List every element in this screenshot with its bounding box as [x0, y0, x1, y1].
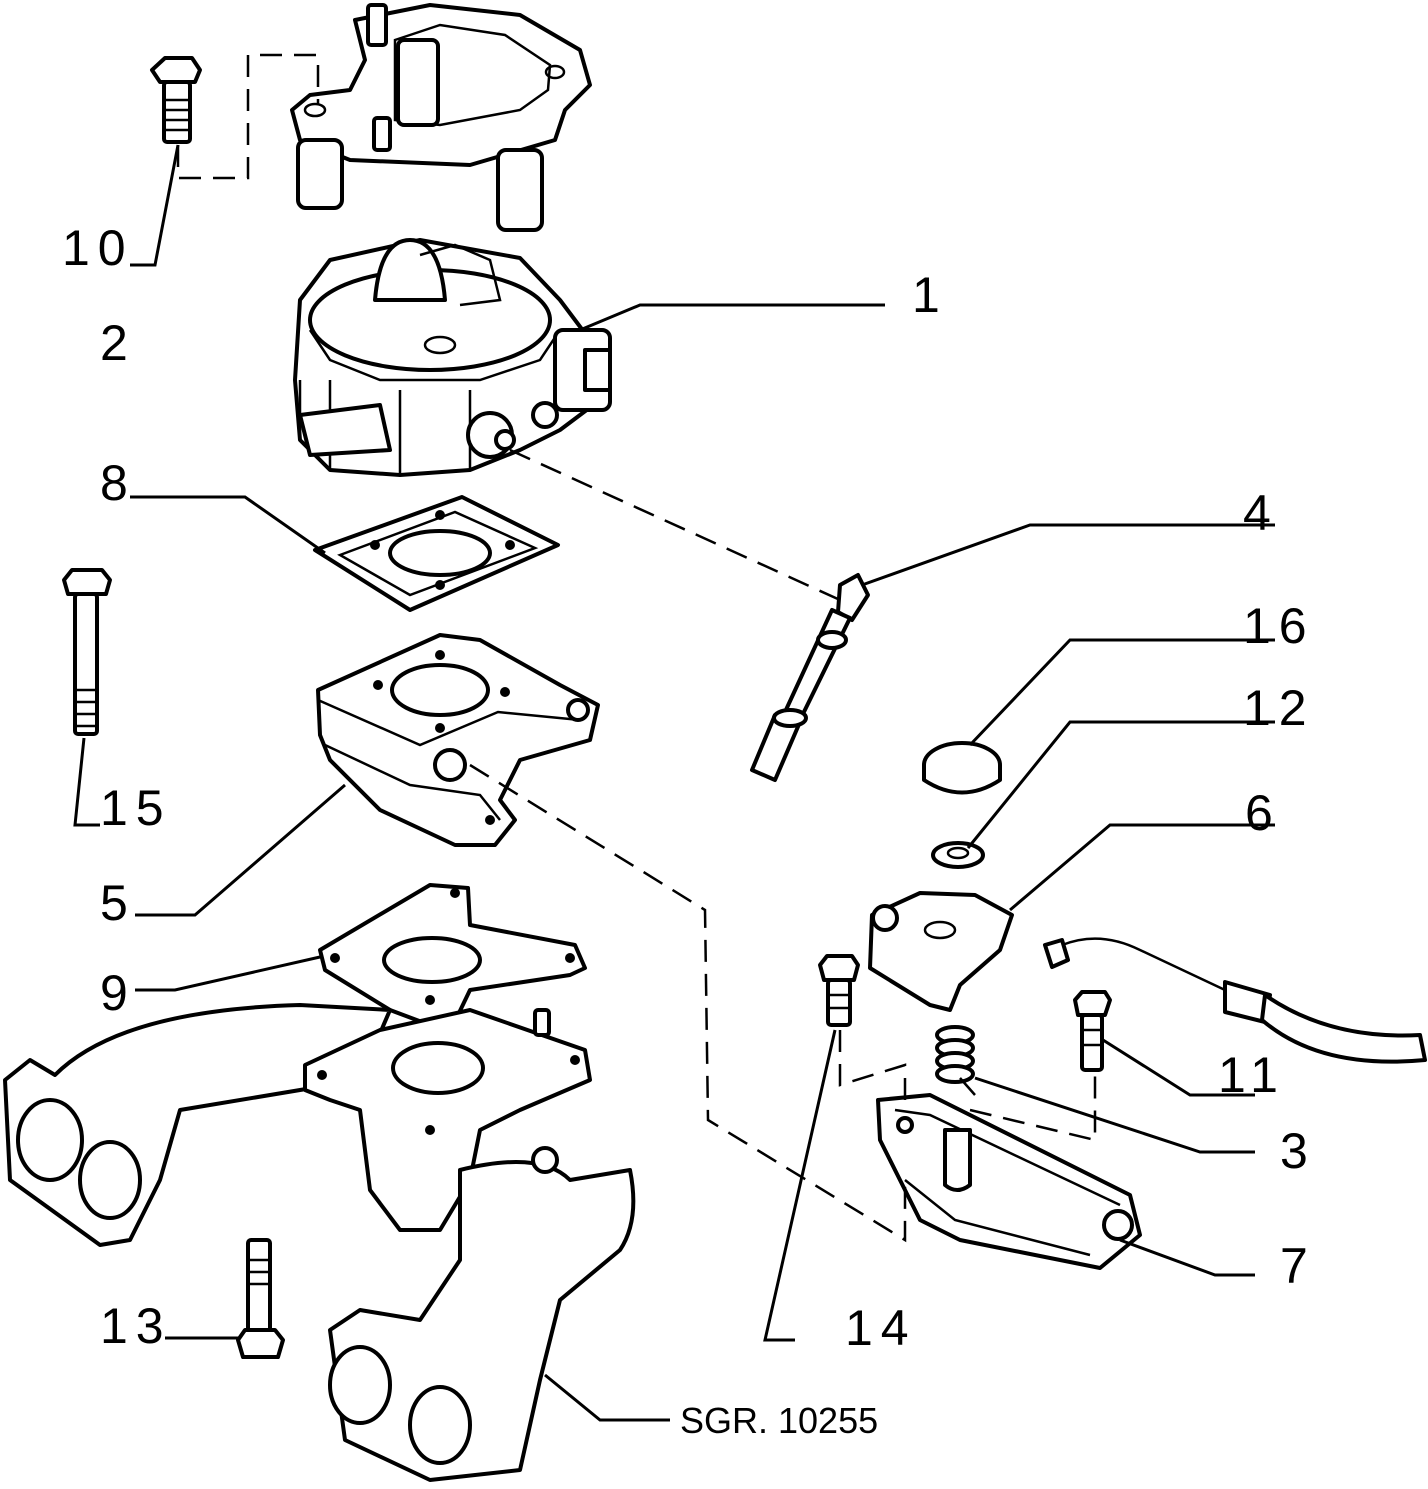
part-15-bolt — [62, 568, 112, 736]
part-11-bolt — [1073, 990, 1112, 1072]
callout-11: 11 — [1218, 1047, 1286, 1103]
callout-13: 13 — [100, 1298, 172, 1354]
part-4-rod — [750, 573, 870, 782]
callout-10: 10 — [62, 220, 134, 276]
callout-5: 5 — [100, 875, 136, 931]
drawing-reference: SGR. 10255 — [680, 1400, 878, 1441]
callout-14: 14 — [845, 1300, 917, 1356]
part-8-gasket — [313, 495, 560, 612]
part-6-sector — [868, 891, 1014, 1012]
callout-3: 3 — [1280, 1123, 1316, 1179]
part-7-bracket — [876, 1093, 1142, 1270]
part-9-gasket — [318, 883, 587, 1027]
intake-manifold — [3, 1003, 636, 1482]
part-5-spacer — [316, 633, 600, 847]
callout-6: 6 — [1245, 785, 1281, 841]
callout-8: 8 — [100, 455, 136, 511]
callout-15: 15 — [100, 780, 172, 836]
callout-7: 7 — [1280, 1238, 1316, 1294]
part-12-clip — [931, 841, 985, 869]
part-16-cap — [922, 741, 1002, 795]
part-3-spring — [935, 1025, 976, 1096]
callout-2: 2 — [100, 315, 136, 371]
callout-1: 1 — [912, 267, 948, 323]
part-13-stud — [236, 1238, 285, 1359]
callout-16: 16 — [1243, 598, 1315, 654]
callout-4: 4 — [1243, 485, 1279, 541]
part-10-screw — [150, 56, 202, 144]
callout-9: 9 — [100, 965, 136, 1021]
callout-12: 12 — [1243, 680, 1315, 736]
part-14-bolt — [818, 954, 860, 1027]
part-2-bracket — [290, 3, 592, 232]
cable — [1043, 937, 1427, 1064]
part-1-throttle-body — [293, 238, 612, 477]
